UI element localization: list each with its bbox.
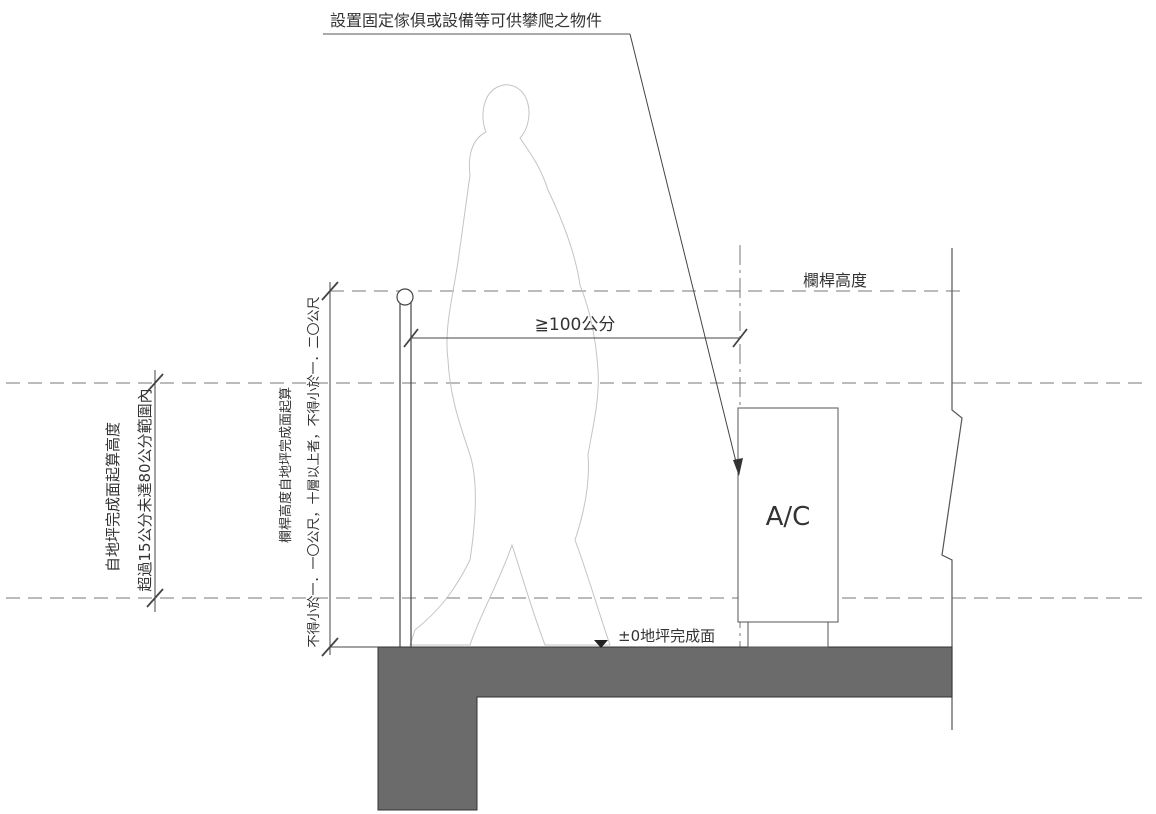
climbable-zone-label-2: 超過15公分未達80公分範圍內: [136, 388, 154, 591]
min-distance-label: ≧100公分: [535, 315, 616, 335]
climbable-tick-bottom: [146, 588, 164, 608]
railing-handrail: [396, 288, 414, 306]
railing-height-tick-top: [321, 281, 339, 301]
distance-dimension: [403, 328, 748, 348]
floor-level-triangle: [594, 640, 608, 648]
floor-level-label: ±0地坪完成面: [618, 627, 715, 645]
railing-height-rule-1: 欄桿高度自地坪完成面起算: [278, 387, 294, 543]
distance-tick-right: [732, 328, 748, 348]
railing-height-label: 欄桿高度: [803, 271, 867, 290]
floor-slab: [377, 646, 953, 811]
railing-height-rule-2: 不得小於一．一〇公尺，十層以上者，不得小於一．二〇公尺: [306, 296, 322, 647]
top-note: 設置固定傢俱或設備等可供攀爬之物件: [330, 11, 602, 30]
railing-height-dimension: [321, 281, 378, 657]
person-silhouette: [409, 84, 611, 646]
leader-arrowhead: [733, 458, 743, 476]
distance-tick-left: [403, 328, 419, 348]
climbable-zone-dimension: [146, 370, 164, 612]
wall-break-line: [941, 248, 963, 730]
ac-unit-stand: [747, 621, 829, 648]
climbable-zone-label-1: 自地坪完成面起算高度: [104, 422, 122, 572]
ac-unit: [737, 407, 839, 648]
climbable-tick-top: [146, 373, 164, 393]
reference-lines: [6, 290, 1150, 599]
ac-unit-body: [737, 407, 839, 623]
railing: [396, 288, 414, 647]
leader-line: [629, 33, 740, 475]
ac-label: A/C: [766, 502, 811, 532]
